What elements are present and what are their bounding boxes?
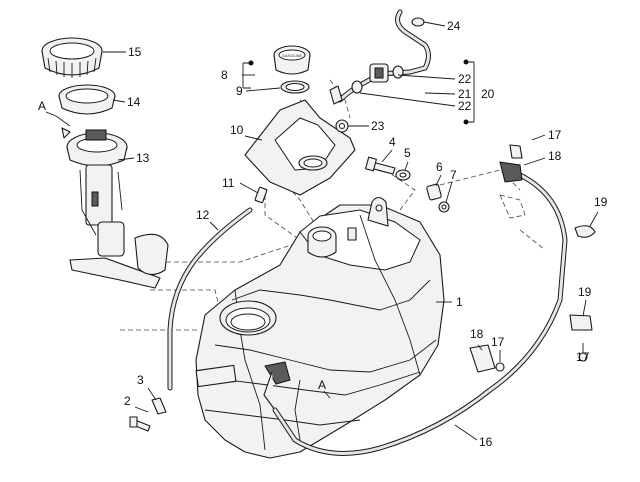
callout-5: 5 bbox=[404, 146, 411, 160]
callout-24: 24 bbox=[447, 19, 461, 33]
hose-clip-19-lower bbox=[569, 314, 593, 331]
callout-13: 13 bbox=[136, 151, 150, 165]
callout-19b: 19 bbox=[578, 285, 592, 299]
callout-18b: 18 bbox=[470, 327, 484, 341]
callout-2: 2 bbox=[124, 394, 131, 408]
callout-7: 7 bbox=[450, 168, 457, 182]
callout-8: 8 bbox=[221, 68, 228, 82]
callout-10: 10 bbox=[230, 123, 244, 137]
filler-tray bbox=[244, 99, 356, 196]
callout-A1: A bbox=[38, 99, 46, 113]
callout-A2: A bbox=[318, 378, 326, 392]
fuel-cap: GASOLINE bbox=[273, 45, 311, 75]
bolt-2 bbox=[129, 416, 151, 432]
breather-hose-12 bbox=[167, 207, 253, 391]
callout-9: 9 bbox=[236, 84, 243, 98]
fuel-hose-16 bbox=[272, 172, 568, 456]
ghost-connector bbox=[499, 194, 526, 219]
callout-4: 4 bbox=[389, 135, 396, 149]
callout-23: 23 bbox=[371, 119, 385, 133]
hose-clip-19-upper bbox=[574, 225, 596, 238]
callout-labels: 1 2 3 4 5 6 7 8 9 10 11 12 13 14 15 16 1… bbox=[38, 19, 608, 449]
washer-5 bbox=[395, 169, 411, 181]
callout-20: 20 bbox=[481, 87, 495, 101]
callout-22a: 22 bbox=[458, 72, 472, 86]
clamp-3 bbox=[151, 397, 167, 415]
leader-lines bbox=[45, 21, 599, 441]
nut-23 bbox=[335, 119, 349, 133]
bracket-18-lower bbox=[469, 344, 496, 373]
callout-11: 11 bbox=[222, 176, 235, 190]
bolt-4 bbox=[365, 156, 396, 175]
cap-gasket bbox=[280, 80, 310, 94]
callout-18a: 18 bbox=[548, 149, 562, 163]
vent-hose-group bbox=[329, 9, 431, 105]
callout-21: 21 bbox=[458, 87, 472, 101]
callout-22b: 22 bbox=[458, 99, 472, 113]
callout-15: 15 bbox=[128, 45, 142, 59]
pump-lock-ring bbox=[41, 37, 103, 78]
pump-seal-ring bbox=[58, 84, 116, 115]
group-bracket-8-9 bbox=[242, 60, 254, 89]
callout-6: 6 bbox=[436, 160, 443, 174]
breather-fitting-11 bbox=[254, 186, 268, 204]
nut-7 bbox=[438, 201, 450, 213]
fuel-tank bbox=[195, 196, 445, 459]
callout-17b: 17 bbox=[491, 335, 505, 349]
callout-17a: 17 bbox=[548, 128, 562, 142]
callout-3: 3 bbox=[137, 373, 144, 387]
screw-17 bbox=[495, 352, 588, 372]
fuel-pump bbox=[61, 127, 169, 289]
group-bracket-20 bbox=[463, 59, 475, 125]
callout-14: 14 bbox=[127, 95, 141, 109]
cap-marking-text: GASOLINE bbox=[282, 53, 303, 58]
callout-16: 16 bbox=[479, 435, 493, 449]
bushing-6 bbox=[426, 183, 442, 201]
quick-connector-18 bbox=[499, 144, 523, 183]
callout-19a: 19 bbox=[594, 195, 608, 209]
callout-12: 12 bbox=[196, 208, 210, 222]
callout-17c: 17 bbox=[576, 350, 590, 364]
callout-1: 1 bbox=[456, 295, 463, 309]
